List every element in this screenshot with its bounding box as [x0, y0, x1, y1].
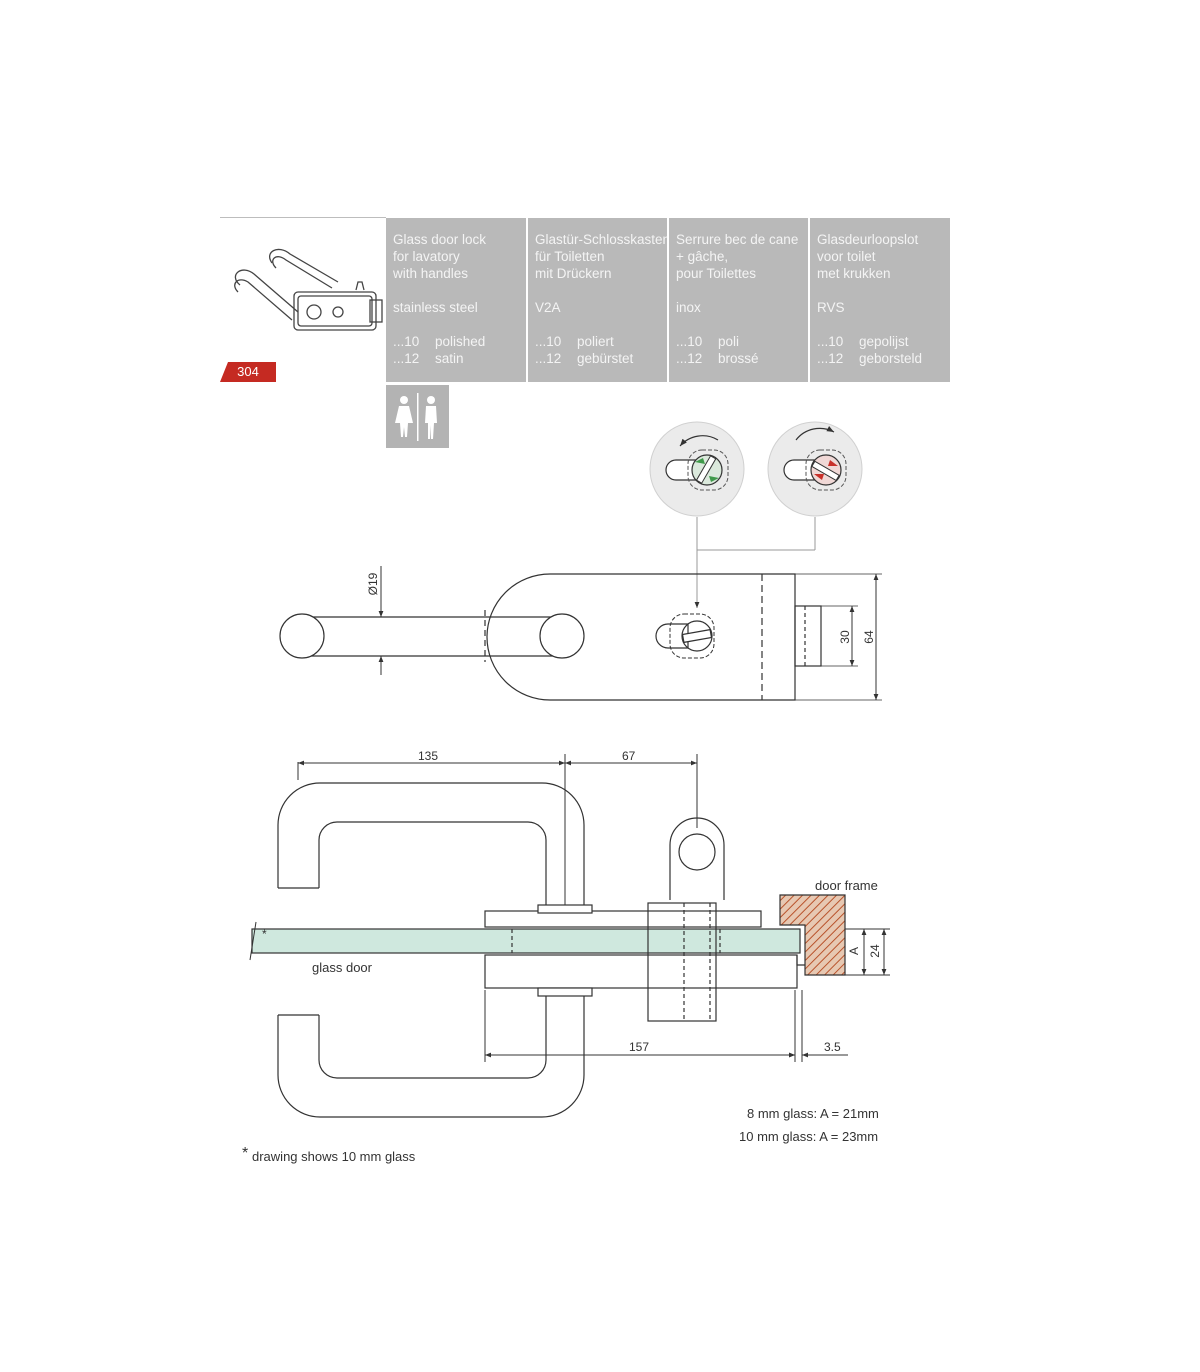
glass-asterisk: * [262, 927, 267, 941]
finish-row: ...12 geborsteld [817, 350, 950, 367]
finish-code: ...12 [676, 351, 703, 366]
footnote-asterisk: * [242, 1145, 249, 1162]
title-line: Glastür-Schlosskasten [535, 232, 667, 247]
finish-row: ...12 brossé [676, 350, 808, 367]
finish-code: ...10 [535, 334, 562, 349]
dim-frame-depth: 24 [868, 944, 882, 958]
finish-row: ...12 satin [393, 350, 526, 367]
finish-row: ...10 polished [393, 333, 526, 350]
title-line: Glasdeurloopslot [817, 232, 919, 247]
header-rule [220, 217, 386, 218]
finish-row: ...12 gebürstet [535, 350, 667, 367]
finish-code: ...10 [676, 334, 703, 349]
dim-handle-diameter: Ø19 [366, 572, 380, 596]
finish-code: ...12 [535, 351, 562, 366]
door-frame-section [779, 894, 846, 976]
finish-name: polished [435, 334, 486, 349]
material: inox [676, 300, 701, 315]
indicator-free-green-icon [649, 421, 745, 517]
note-8mm-glass: 8 mm glass: A = 21mm [747, 1106, 879, 1121]
finish-code: ...12 [817, 351, 844, 366]
finish-name: gebürstet [577, 351, 634, 366]
material: stainless steel [393, 300, 478, 315]
info-column-en: Glass door lock for lavatory with handle… [386, 218, 526, 382]
indicator-connector [694, 517, 816, 608]
label-door-frame: door frame [815, 878, 878, 893]
finish-name: brossé [718, 351, 759, 366]
product-number-badge: 304 [220, 362, 276, 382]
dim-lock-length: 157 [629, 1040, 650, 1054]
material: V2A [535, 300, 561, 315]
finish-row: ...10 poliert [535, 333, 667, 350]
title-line: pour Toilettes [676, 266, 757, 281]
dim-handle-length: 135 [418, 749, 439, 763]
finish-code: ...10 [817, 334, 844, 349]
dim-handle-to-spindle: 67 [622, 749, 636, 763]
glass-pane [251, 928, 801, 954]
info-column-de: Glastür-Schlosskasten für Toiletten mit … [528, 218, 667, 382]
finish-name: poliert [577, 334, 614, 349]
title-line: + gâche, [676, 249, 729, 264]
title-line: Serrure bec de cane [676, 232, 799, 247]
finish-name: geborsteld [859, 351, 923, 366]
dim-frame-a: A [847, 947, 861, 956]
title-line: for lavatory [393, 249, 460, 264]
title-line: with handles [393, 266, 469, 281]
title-line: mit Drückern [535, 266, 612, 281]
footnote: drawing shows 10 mm glass [252, 1149, 416, 1164]
finish-code: ...12 [393, 351, 420, 366]
title-line: für Toiletten [535, 249, 605, 264]
toilet-woman-man-icon [386, 385, 449, 448]
finish-row: ...10 gepolijst [817, 333, 950, 350]
dim-gap: 3.5 [824, 1040, 841, 1054]
label-glass-door: glass door [312, 960, 372, 975]
front-view [279, 566, 882, 701]
dim-plate-height: 64 [862, 630, 876, 644]
info-column-nl: Glasdeurloopslot voor toilet met krukken… [810, 218, 950, 382]
title-line: Glass door lock [393, 232, 487, 247]
finish-row: ...10 poli [676, 333, 808, 350]
finish-name: satin [435, 351, 464, 366]
info-column-fr: Serrure bec de cane + gâche, pour Toilet… [669, 218, 808, 382]
finish-name: gepolijst [859, 334, 909, 349]
title-line: met krukken [817, 266, 891, 281]
title-line: voor toilet [817, 249, 876, 264]
indicator-occupied-red-icon [767, 421, 863, 517]
product-image [234, 248, 383, 331]
material: RVS [817, 300, 845, 315]
note-10mm-glass: 10 mm glass: A = 23mm [739, 1129, 879, 1144]
finish-name: poli [718, 334, 740, 349]
side-view [249, 754, 890, 1118]
finish-code: ...10 [393, 334, 420, 349]
dim-strike-width: 30 [838, 630, 852, 644]
